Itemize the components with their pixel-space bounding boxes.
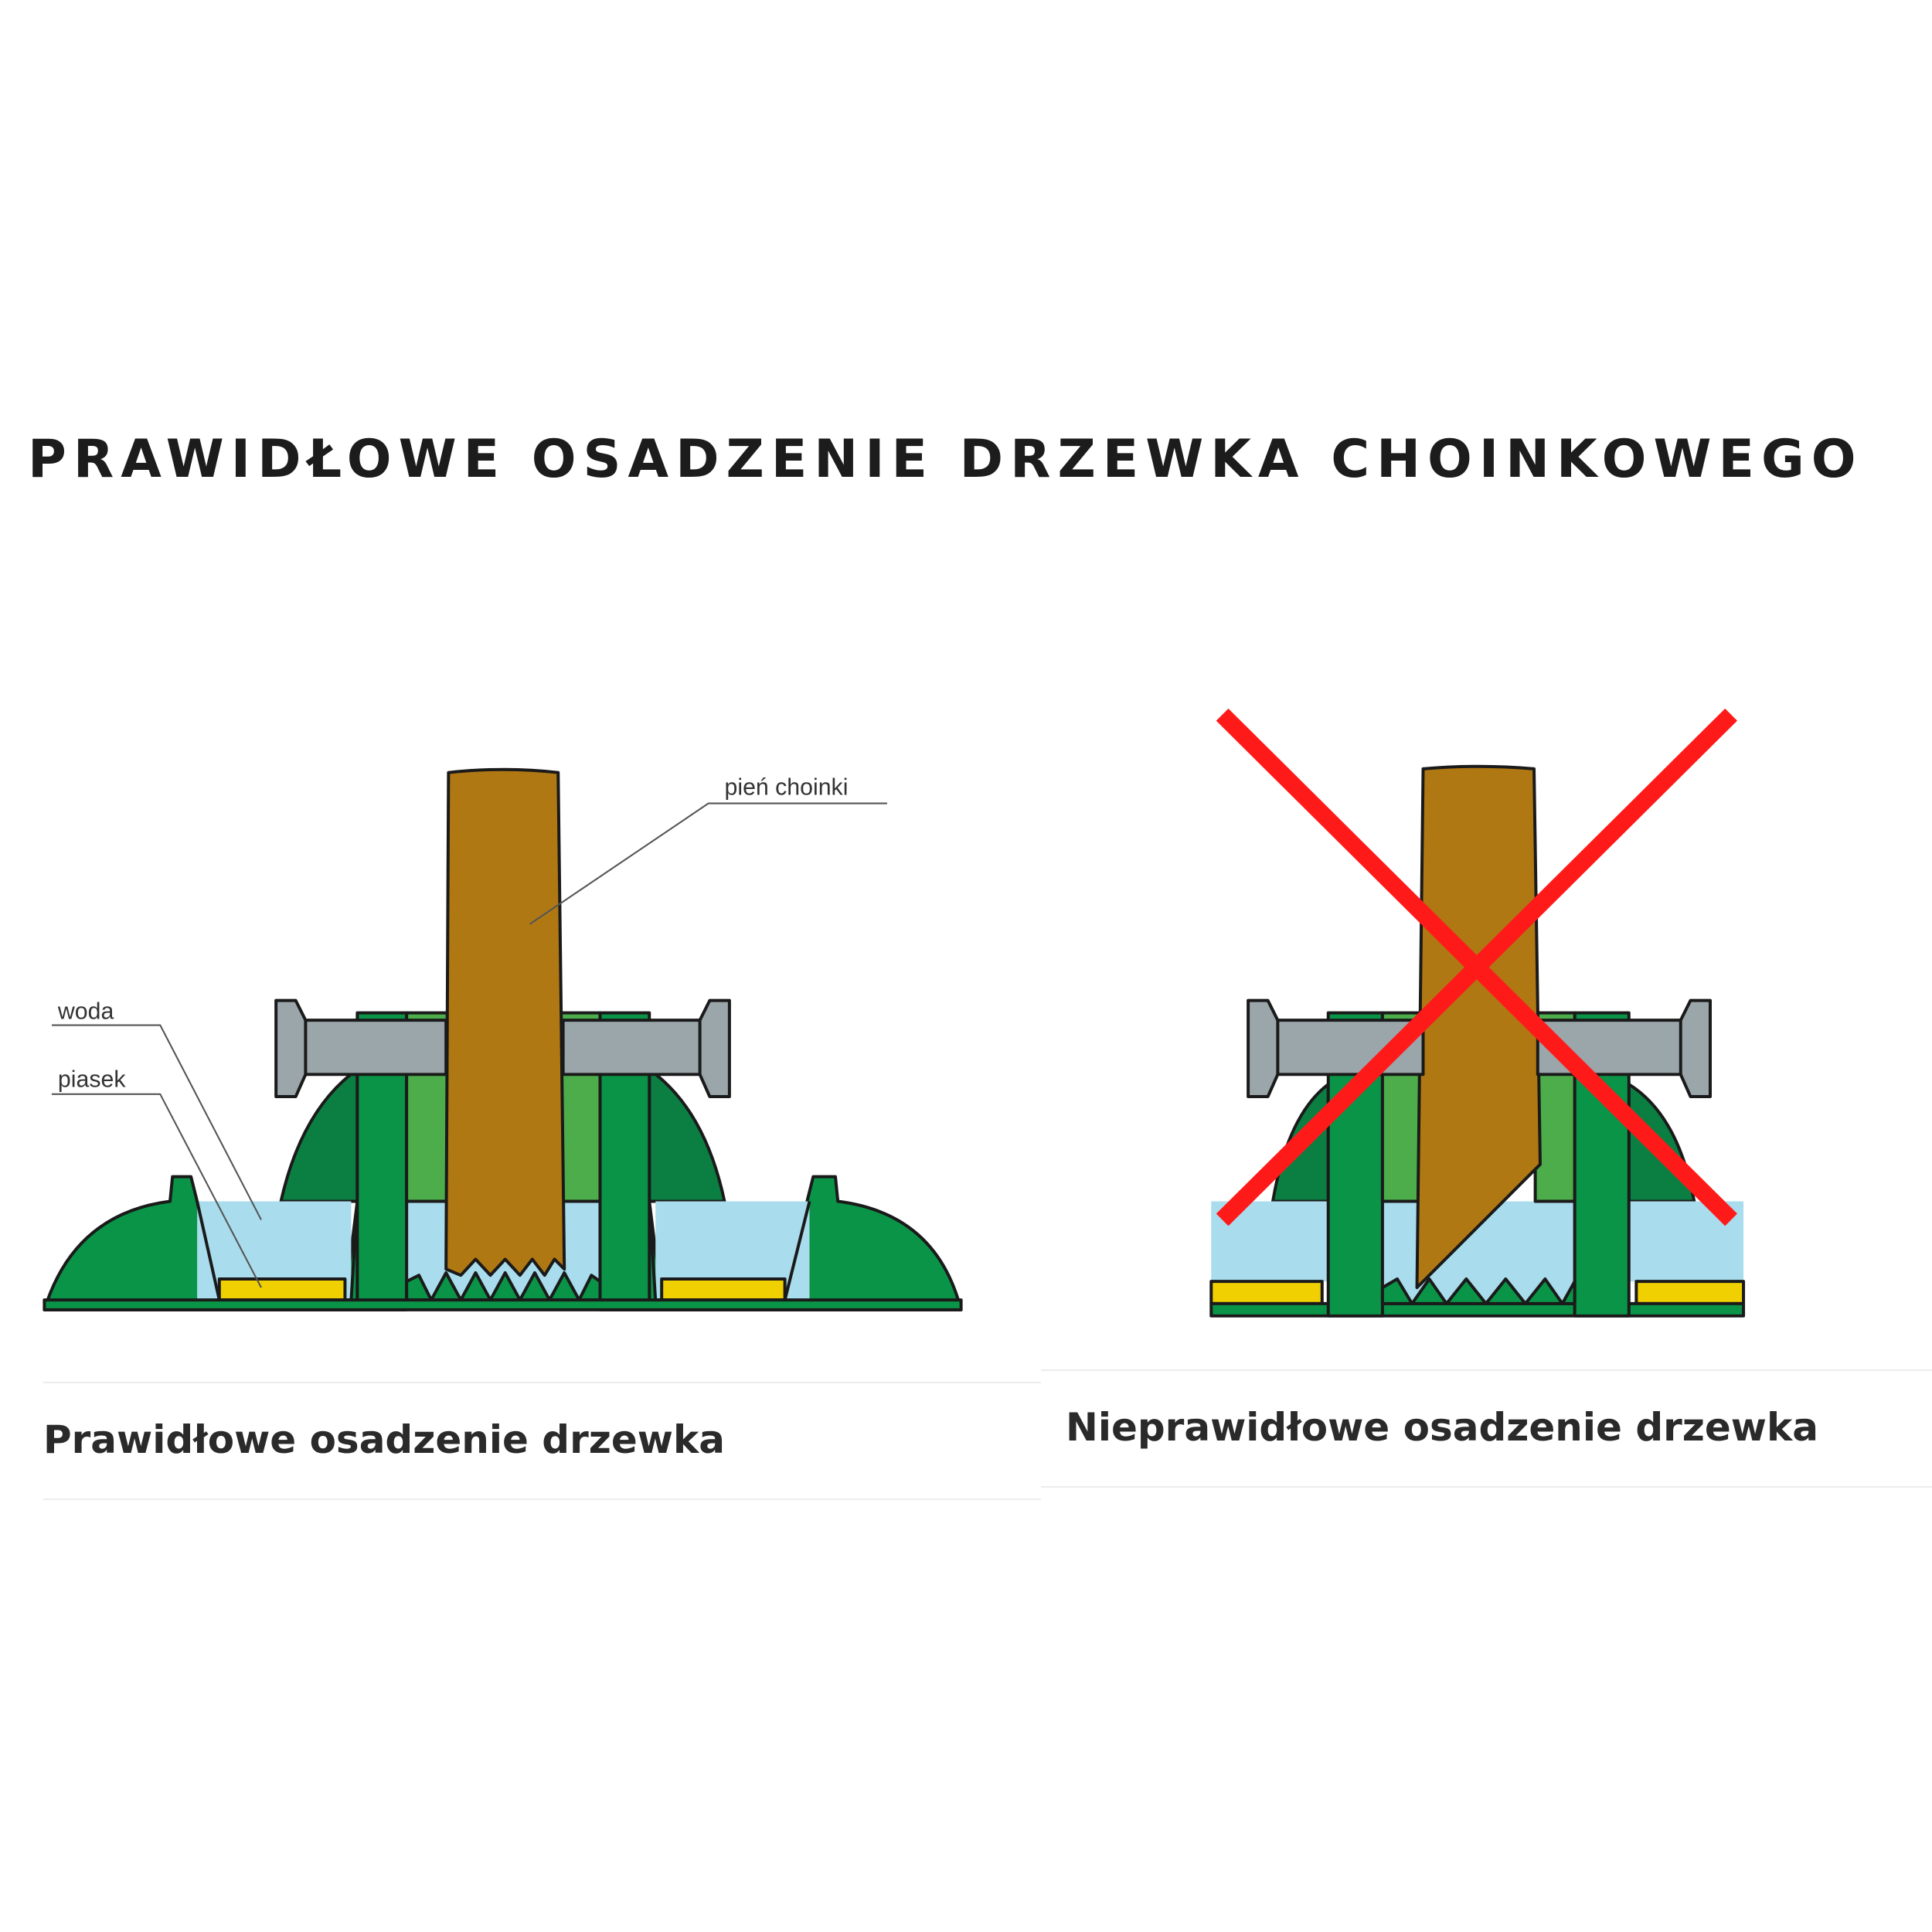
- incorrect-stand-diagram: [1209, 764, 1746, 1318]
- caption-incorrect: Nieprawidłowe osadzenie drzewka: [1066, 1405, 1818, 1450]
- cross-icon: [1216, 708, 1737, 1226]
- divider: [43, 1498, 1041, 1500]
- leader-lines: [51, 802, 887, 1288]
- correct-stand-diagram: [43, 767, 963, 1311]
- caption-correct: Prawidłowe osadzenie drzewka: [43, 1417, 725, 1462]
- sand-right: [660, 1277, 787, 1302]
- spikes: [1380, 1277, 1577, 1305]
- base-floor: [1209, 1301, 1746, 1318]
- divider: [1041, 1369, 1932, 1371]
- label-water: woda: [57, 999, 114, 1025]
- spikes: [405, 1271, 602, 1302]
- label-trunk: pień choinki: [725, 774, 849, 800]
- tree-trunk: [444, 767, 566, 1277]
- bolt-shaft-right: [561, 1019, 708, 1077]
- sand-right: [1634, 1280, 1746, 1305]
- label-sand: piasek: [58, 1066, 126, 1092]
- bolt-head-right: [1679, 998, 1713, 1098]
- tree-trunk-slanted: [1415, 764, 1542, 1290]
- sand-left: [1209, 1280, 1324, 1305]
- base-floor: [43, 1298, 963, 1311]
- page-title: PRAWIDŁOWE OSADZENIE DRZEWKA CHOINKOWEGO: [28, 429, 1863, 490]
- bolt-head-left: [1247, 998, 1280, 1098]
- bolt-head-left: [274, 998, 308, 1098]
- divider: [43, 1382, 1041, 1383]
- divider: [1041, 1486, 1932, 1488]
- sand-left: [217, 1277, 347, 1302]
- bolt-head-right: [698, 998, 731, 1098]
- bolt-shaft-left: [296, 1019, 448, 1077]
